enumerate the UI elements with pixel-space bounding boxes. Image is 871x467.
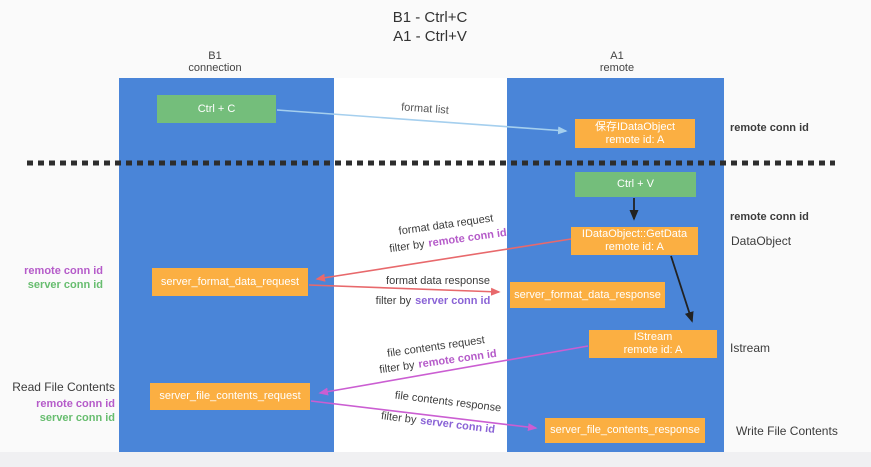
server-format-data-request-box: server_format_data_request (152, 268, 308, 296)
istream-box: IStream remote id: A (589, 330, 717, 358)
right-column-name: A1 (610, 50, 624, 62)
left-column-name: B1 (208, 50, 222, 62)
page-title: B1 - Ctrl+C A1 - Ctrl+V (330, 8, 530, 46)
server-format-data-response-label: server_format_data_response (514, 288, 661, 301)
server-file-contents-response-label: server_file_contents_response (550, 424, 700, 436)
remote-conn-id-side-top: remote conn id (730, 122, 809, 134)
filter-by-text-2: filter by (375, 295, 412, 307)
title-line-2: A1 - Ctrl+V (393, 28, 467, 45)
getdata-line2: remote id: A (605, 241, 664, 253)
istream-line2: remote id: A (623, 344, 683, 356)
left-column-subtitle: connection (188, 62, 242, 74)
server-conn-id-side-bottom: server conn id (39, 412, 115, 424)
right-column-header: A1 remote (557, 50, 677, 74)
ctrl-c-label: Ctrl + C (197, 102, 236, 115)
footer-strip (0, 452, 871, 467)
server-format-data-request-label: server_format_data_request (160, 275, 300, 288)
ctrl-c-box: Ctrl + C (157, 95, 276, 123)
dataobject-side-label: DataObject (731, 234, 792, 248)
right-column-subtitle: remote (599, 62, 635, 74)
server-file-contents-response-box: server_file_contents_response (545, 418, 705, 443)
ctrl-v-box: Ctrl + V (575, 172, 696, 197)
left-conn-id-group: remote conn id server conn id (3, 264, 103, 292)
title-line-1: B1 - Ctrl+C (392, 9, 468, 26)
getdata-line1: IDataObject::GetData (581, 228, 688, 240)
server-file-contents-request-label: server_file_contents_request (159, 390, 301, 402)
server-conn-id-text-1: server conn id (415, 295, 491, 307)
save-idataobject-box: 保存IDataObject remote id: A (575, 119, 695, 148)
save-idataobject-line1: 保存IDataObject (594, 120, 676, 133)
server-conn-id-side-left: server conn id (27, 279, 103, 291)
istream-side-label: Istream (730, 341, 771, 355)
left-column-header: B1 connection (155, 50, 275, 74)
remote-conn-id-side-mid: remote conn id (730, 211, 809, 223)
write-file-contents-label: Write File Contents (736, 424, 838, 438)
remote-conn-id-side-bottom: remote conn id (36, 398, 115, 410)
getdata-box: IDataObject::GetData remote id: A (571, 227, 698, 255)
read-file-contents-group: Read File Contents remote conn id server… (10, 380, 115, 425)
save-idataobject-line2: remote id: A (605, 133, 665, 146)
remote-conn-id-side-left: remote conn id (24, 265, 103, 277)
istream-line1: IStream (633, 331, 673, 343)
read-file-contents-label: Read File Contents (12, 380, 115, 394)
ctrl-v-label: Ctrl + V (617, 178, 654, 190)
format-data-response-label: format data response (386, 275, 490, 287)
server-file-contents-request-box: server_file_contents_request (150, 383, 310, 410)
server-format-data-response-box: server_format_data_response (510, 282, 665, 308)
